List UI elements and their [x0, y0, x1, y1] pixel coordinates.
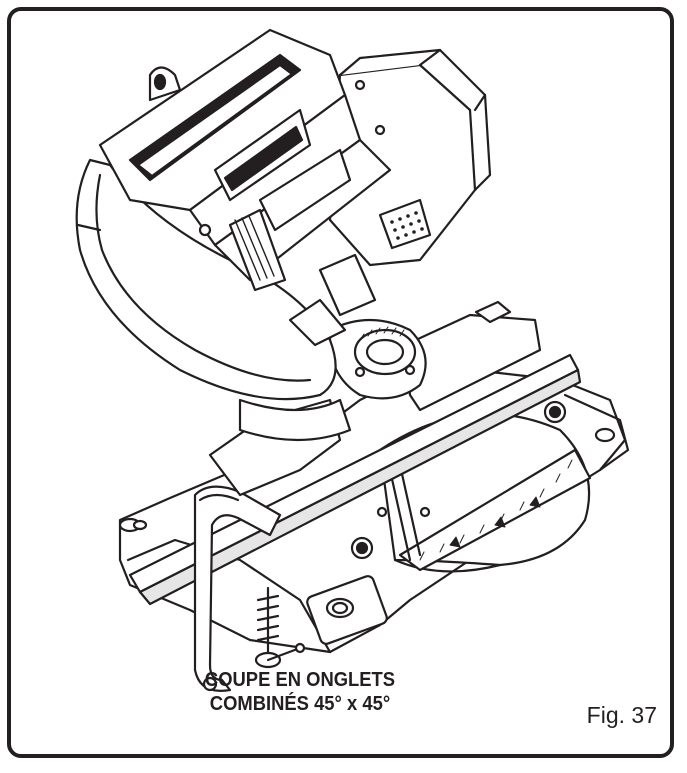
saw-handle — [98, 28, 392, 347]
figure-number: Fig. 37 — [586, 702, 657, 728]
caption-line-1: COUPE EN ONGLETS — [204, 669, 396, 691]
figure-caption: COUPE EN ONGLETS COMBINÉS 45° x 45° — [180, 668, 419, 716]
blade-guard — [75, 66, 352, 442]
caption-line-2: COMBINÉS 45° x 45° — [209, 693, 391, 715]
figure-frame — [7, 7, 674, 758]
fence — [128, 300, 582, 606]
c-clamp — [193, 485, 306, 692]
motor-housing — [328, 48, 492, 267]
